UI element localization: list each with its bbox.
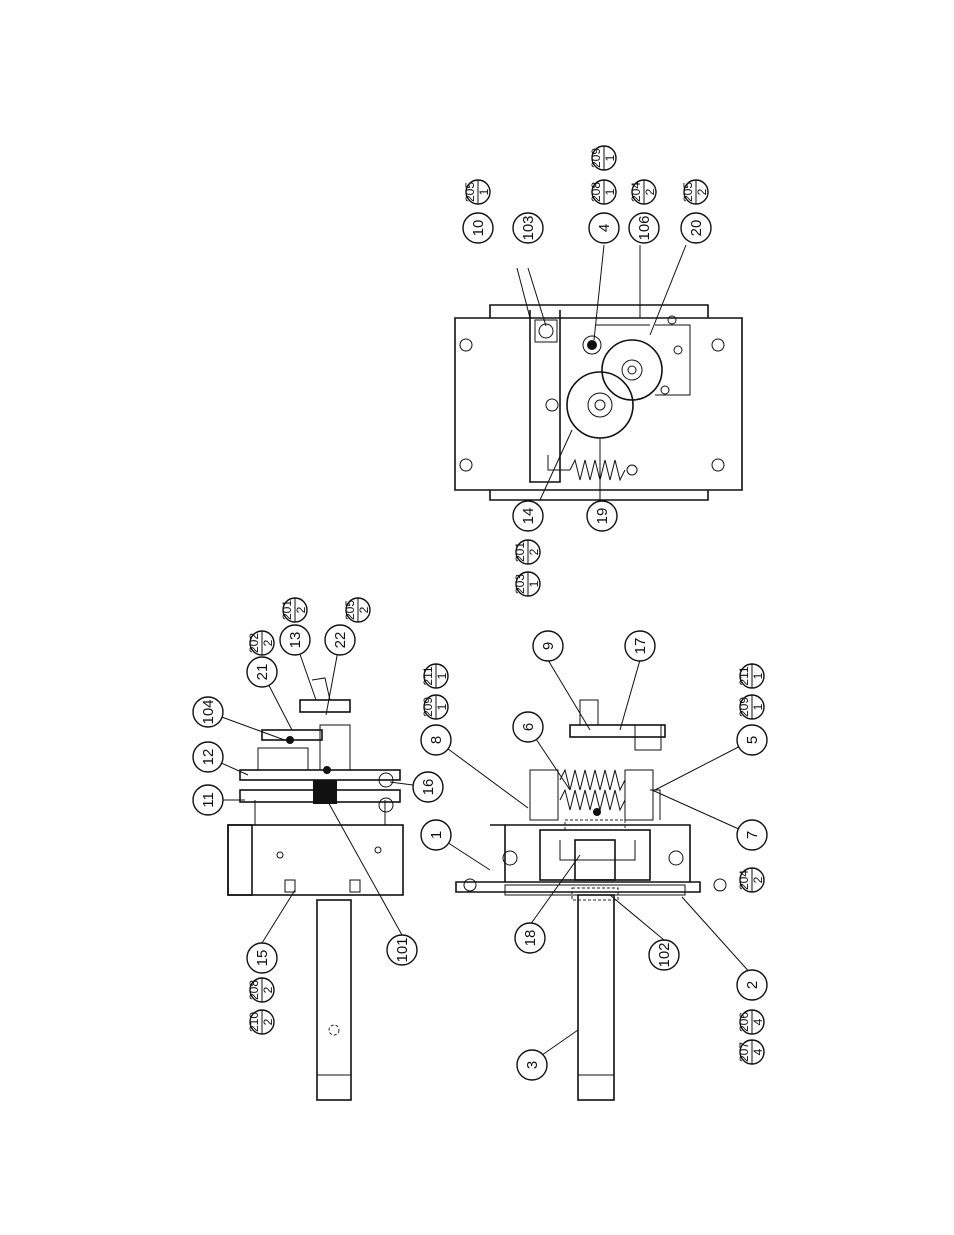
split-callout-205-2: 205 2 [681,180,709,204]
split-callout-204-2: 204 2 [737,868,765,892]
svg-text:205: 205 [343,600,357,620]
callout-9: 9 [540,642,557,650]
svg-text:4: 4 [751,1048,765,1055]
plate-view: 10 103 4 106 20 14 19 205 1 208 1 209 1 [455,146,742,596]
svg-text:2: 2 [261,639,275,646]
svg-text:203: 203 [513,574,527,594]
svg-text:209: 209 [589,148,603,168]
split-callout-201-2: 201 2 [513,540,541,564]
svg-text:2: 2 [751,876,765,883]
svg-text:202: 202 [247,633,261,653]
callout-104: 104 [200,699,217,724]
split-callout-201-2: 201 2 [280,598,308,622]
svg-text:1: 1 [435,703,449,710]
svg-text:204: 204 [737,870,751,890]
svg-text:2: 2 [695,188,709,195]
split-callout-206-4: 206 4 [737,1010,765,1034]
callout-21: 21 [254,664,271,681]
svg-text:210: 210 [247,1012,261,1032]
split-callout-205-2: 205 2 [343,598,371,622]
split-callout-205-1: 205 1 [463,180,491,204]
callout-1: 1 [428,831,445,839]
split-callout-207-4: 207 4 [737,1040,765,1064]
callout-18: 18 [522,930,539,947]
svg-text:204: 204 [629,182,643,202]
svg-text:2: 2 [527,548,541,555]
callout-102: 102 [656,942,673,967]
svg-text:201: 201 [513,542,527,562]
callout-14: 14 [520,508,537,525]
callout-20: 20 [688,220,705,237]
split-callout-208-2: 208 2 [247,978,275,1002]
svg-text:209: 209 [421,697,435,717]
callout-2: 2 [744,981,761,989]
svg-text:211: 211 [421,666,435,685]
svg-text:211: 211 [737,666,751,685]
svg-text:1: 1 [751,703,765,710]
side-view-lower: 8 6 9 17 1 5 7 18 102 2 3 209 1 211 1 [421,631,767,1100]
svg-text:1: 1 [477,188,491,195]
svg-text:2: 2 [261,1018,275,1025]
svg-text:2: 2 [643,188,657,195]
callout-7: 7 [744,831,761,839]
svg-text:1: 1 [435,672,449,679]
side-view-upper: 11 12 104 21 13 22 16 15 101 202 2 201 2… [193,598,443,1100]
split-callout-208-1: 208 1 [589,180,617,204]
callout-11: 11 [200,792,217,808]
svg-text:4: 4 [751,1018,765,1025]
callout-13: 13 [287,632,304,649]
callout-4: 4 [596,224,613,232]
split-callout-209-1-b: 209 1 [737,695,765,719]
svg-text:1: 1 [603,154,617,161]
svg-text:207: 207 [737,1042,751,1062]
callout-19: 19 [594,508,611,525]
split-callout-202-2: 202 2 [247,631,275,655]
callout-15: 15 [254,950,271,967]
svg-text:209: 209 [737,697,751,717]
svg-text:1: 1 [751,672,765,679]
svg-text:201: 201 [280,600,294,620]
split-callout-209-1: 209 1 [589,146,617,170]
split-callout-203-1: 203 1 [513,572,541,596]
callout-22: 22 [332,632,349,649]
svg-text:2: 2 [261,986,275,993]
svg-text:208: 208 [589,182,603,202]
svg-text:2: 2 [294,606,308,613]
callout-10: 10 [470,220,487,237]
split-callout-211-1-a: 211 1 [421,664,449,688]
svg-text:208: 208 [247,980,261,1000]
svg-text:2: 2 [357,606,371,613]
split-callout-209-1-a: 209 1 [421,695,449,719]
callout-103: 103 [520,215,537,240]
callout-3: 3 [524,1061,541,1069]
callout-16: 16 [420,779,437,796]
callout-8: 8 [428,736,445,744]
callout-5: 5 [744,736,761,744]
callout-101: 101 [394,937,411,962]
split-callout-211-1-b: 211 1 [737,664,765,688]
svg-text:1: 1 [527,580,541,587]
svg-text:206: 206 [737,1012,751,1032]
svg-text:1: 1 [603,188,617,195]
callout-6: 6 [520,723,537,731]
callout-17: 17 [632,638,649,655]
callout-12: 12 [200,749,217,766]
split-callout-204-2: 204 2 [629,180,657,204]
split-callout-210-2: 210 2 [247,1010,275,1034]
svg-text:205: 205 [463,182,477,202]
svg-text:205: 205 [681,182,695,202]
callout-106: 106 [636,215,653,240]
